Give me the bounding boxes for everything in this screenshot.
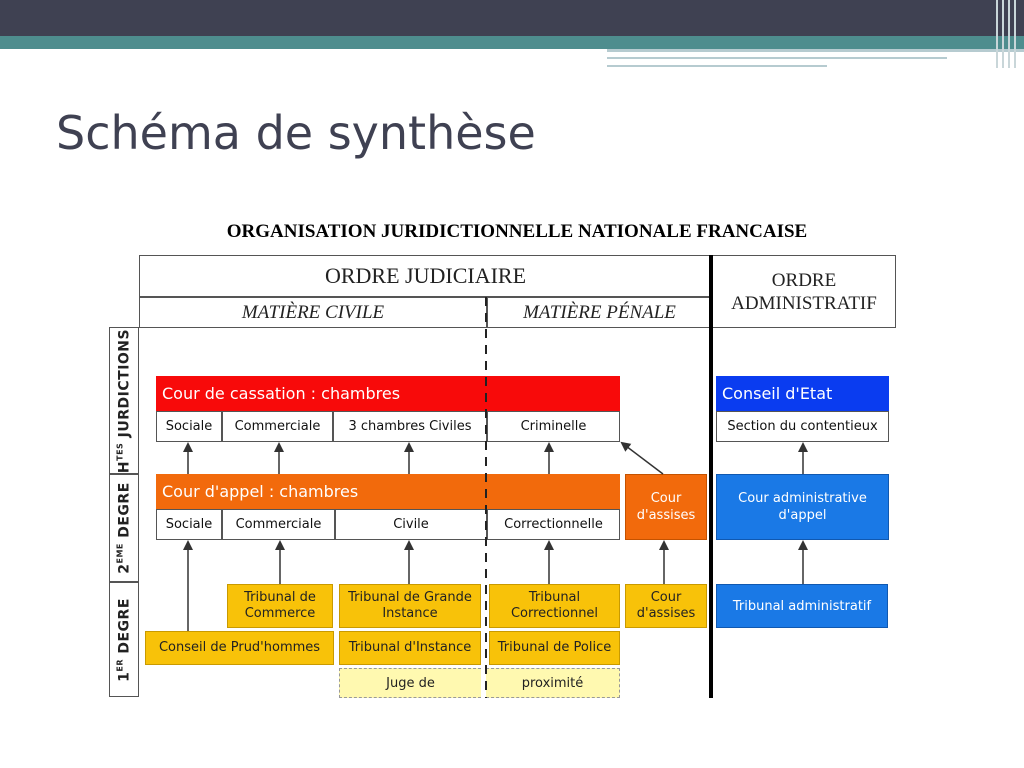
- slide-stripe: [607, 57, 947, 59]
- slide-title: Schéma de synthèse: [56, 106, 536, 160]
- tribunal-grande-instance-box: Tribunal de Grande Instance: [339, 584, 481, 628]
- juge-de-proximite-left: Juge de: [339, 668, 481, 698]
- tribunal-administratif-box: Tribunal administratif: [716, 584, 888, 628]
- degree-second: 2EME DEGRE: [109, 474, 139, 582]
- tribunal-correctionnel-box: Tribunal Correctionnel: [489, 584, 620, 628]
- slide-decor-line: [1014, 0, 1016, 68]
- header-matiere-civile: MATIÈRE CIVILE: [139, 297, 487, 328]
- degree-hautes-juridictions: HTES JURDICTIONS: [109, 327, 139, 474]
- diagram-title: ORGANISATION JURIDICTIONNELLE NATIONALE …: [226, 221, 808, 242]
- section-du-contentieux: Section du contentieux: [716, 411, 889, 442]
- slide-decor-line: [996, 0, 998, 68]
- cassation-chambre-sociale: Sociale: [156, 411, 222, 442]
- tribunal-police-box: Tribunal de Police: [489, 631, 620, 665]
- arrow-assises-to-cassation: [620, 441, 664, 475]
- tribunal-instance-box: Tribunal d'Instance: [339, 631, 481, 665]
- slide-decor-line: [1002, 0, 1004, 68]
- cour-administrative-appel-box: Cour administrative d'appel: [716, 474, 889, 540]
- appel-chambre-sociale: Sociale: [156, 509, 222, 540]
- slide-decor-line: [1008, 0, 1010, 68]
- header-ordre-administratif: ORDRE ADMINISTRATIF: [712, 255, 896, 328]
- cassation-chambre-criminelle: Criminelle: [487, 411, 620, 442]
- conseil-d-etat-bar: Conseil d'Etat: [716, 376, 889, 411]
- cour-de-cassation-bar: Cour de cassation : chambres: [156, 376, 620, 411]
- cour-d-appel-bar: Cour d'appel : chambres: [156, 474, 620, 509]
- cassation-chambres-civiles: 3 chambres Civiles: [333, 411, 487, 442]
- slide-stripe: [607, 49, 1024, 52]
- appel-chambre-civile: Civile: [335, 509, 487, 540]
- appel-chambre-commerciale: Commerciale: [222, 509, 335, 540]
- slide-stripe: [607, 65, 827, 67]
- tribunal-de-commerce-box: Tribunal de Commerce: [227, 584, 333, 628]
- header-matiere-penale: MATIÈRE PÉNALE: [487, 297, 712, 328]
- juge-de-proximite-right: proximité: [486, 668, 620, 698]
- cour-assises-appel-box: Cour d'assises: [625, 474, 707, 540]
- appel-chambre-correctionnelle: Correctionnelle: [487, 509, 620, 540]
- degree-first: 1ER DEGRE: [109, 582, 139, 697]
- conseil-prudhommes-box: Conseil de Prud'hommes: [145, 631, 334, 665]
- slide-top-bar: [0, 0, 1024, 36]
- header-ordre-judiciaire: ORDRE JUDICIAIRE: [139, 255, 712, 297]
- cour-assises-first-box: Cour d'assises: [625, 584, 707, 628]
- slide-accent-bar: [0, 36, 1024, 49]
- cassation-chambre-commerciale: Commerciale: [222, 411, 333, 442]
